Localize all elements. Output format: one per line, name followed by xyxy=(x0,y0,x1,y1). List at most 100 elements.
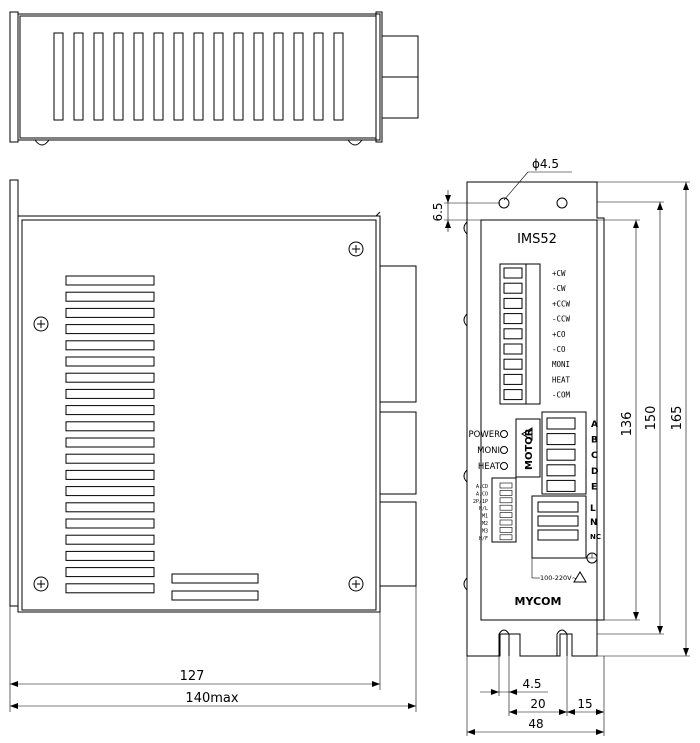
vent-slot xyxy=(65,291,155,302)
led-heat-label: HEAT xyxy=(478,462,501,472)
motor-terminal-label: A xyxy=(591,420,598,430)
vent-slot xyxy=(273,32,284,121)
vent-slot xyxy=(93,32,104,121)
dip-switch xyxy=(499,534,513,541)
terminal-screw xyxy=(503,358,523,370)
dip-label: M1 xyxy=(482,514,488,520)
brand-logo: MYCOM xyxy=(515,595,562,608)
dim-165: 165 xyxy=(670,406,685,431)
warning-icon xyxy=(521,427,533,441)
dim-slot-4-5: 4.5 xyxy=(522,677,541,691)
vent-slot xyxy=(65,502,155,513)
top-vent-slots xyxy=(53,32,344,121)
terminal-screw xyxy=(503,389,523,401)
dip-label: 2P/1P xyxy=(473,499,488,505)
dim-150: 150 xyxy=(644,406,659,431)
screw-icon xyxy=(33,316,49,332)
dip-switch xyxy=(499,504,513,511)
motor-terminal-label: E xyxy=(591,482,597,492)
power-terminal-label: NC xyxy=(590,533,601,541)
vent-slot xyxy=(65,356,155,367)
led-power-label: POWER xyxy=(469,430,501,440)
dip-switch xyxy=(499,527,513,533)
vent-slot xyxy=(313,32,324,121)
model-label: IMS52 xyxy=(517,232,557,247)
vent-slot xyxy=(173,32,184,121)
vent-slot xyxy=(65,405,155,416)
vent-slot xyxy=(53,32,64,121)
dip-label: H/L xyxy=(479,506,488,512)
vent-slot xyxy=(65,453,155,464)
screw-icon xyxy=(348,576,364,592)
motor-label: MOTOR xyxy=(524,428,535,470)
dim-136: 136 xyxy=(620,412,635,437)
vent-slot xyxy=(133,32,144,121)
terminal-screw xyxy=(546,433,576,446)
terminal-screw xyxy=(546,417,576,430)
vent-slot xyxy=(65,307,155,318)
vent-slot xyxy=(73,32,84,121)
dim-140max: 140max xyxy=(185,691,238,706)
motor-terminal-label: B xyxy=(591,436,598,446)
dip-switch xyxy=(499,482,513,489)
vent-slot xyxy=(65,437,155,448)
vent-slot xyxy=(65,534,155,545)
dip-label: A.CO xyxy=(476,491,488,497)
vent-slot xyxy=(65,275,155,286)
dim-hole-diameter: ϕ4.5 xyxy=(532,157,559,171)
terminal-screw xyxy=(503,282,523,294)
terminal-screw xyxy=(503,328,523,340)
vent-slot xyxy=(65,421,155,432)
vent-slot xyxy=(65,486,155,497)
voltage-label: 100-220V~ xyxy=(540,574,577,582)
screw-icon xyxy=(33,576,49,592)
vent-slot xyxy=(65,567,155,578)
dip-switch xyxy=(499,490,513,496)
vent-slot xyxy=(333,32,344,121)
power-terminal-label: L xyxy=(590,504,596,514)
terminal-screw xyxy=(503,297,523,309)
terminal-screw xyxy=(503,267,523,279)
vent-slot xyxy=(113,32,124,121)
dip-label: M3 xyxy=(482,528,488,534)
vent-slot xyxy=(65,388,155,399)
dim-20: 20 xyxy=(530,697,545,711)
motor-terminal-label: D xyxy=(591,467,598,477)
vent-slot xyxy=(65,340,155,351)
power-terminal-block: LN NC xyxy=(537,501,601,541)
screw-icon xyxy=(348,241,364,257)
motor-terminal-label: C xyxy=(591,451,598,461)
power-led-icon xyxy=(500,430,508,438)
terminal-screw xyxy=(546,464,576,477)
terminal-screw xyxy=(546,479,576,492)
warning-icon xyxy=(573,571,587,583)
terminal-label: +CCW xyxy=(552,299,571,308)
vent-slot xyxy=(65,518,155,529)
vent-slot xyxy=(65,550,155,561)
vent-slot xyxy=(153,32,164,121)
terminal-screw xyxy=(537,515,579,527)
vent-slot xyxy=(213,32,224,121)
dim-48: 48 xyxy=(528,717,543,731)
power-terminal-label: N xyxy=(590,518,598,528)
dip-label: A.CD xyxy=(476,484,488,490)
terminal-screw xyxy=(537,529,579,541)
dip-switch xyxy=(499,519,513,526)
terminal-screw xyxy=(537,501,579,513)
terminal-screw xyxy=(503,373,523,385)
terminal-screw xyxy=(546,448,576,461)
led-group: POWER MONI HEAT xyxy=(469,430,508,472)
dip-label: M2 xyxy=(482,521,488,527)
terminal-label: HEAT xyxy=(552,375,571,384)
terminal-label: -CW xyxy=(552,284,566,293)
dip-label: H/F xyxy=(479,536,488,542)
terminal-screw xyxy=(503,343,523,355)
dip-switch xyxy=(499,512,513,518)
vent-slot xyxy=(65,469,155,480)
heat-led-icon xyxy=(500,462,508,470)
top-view xyxy=(9,11,419,146)
